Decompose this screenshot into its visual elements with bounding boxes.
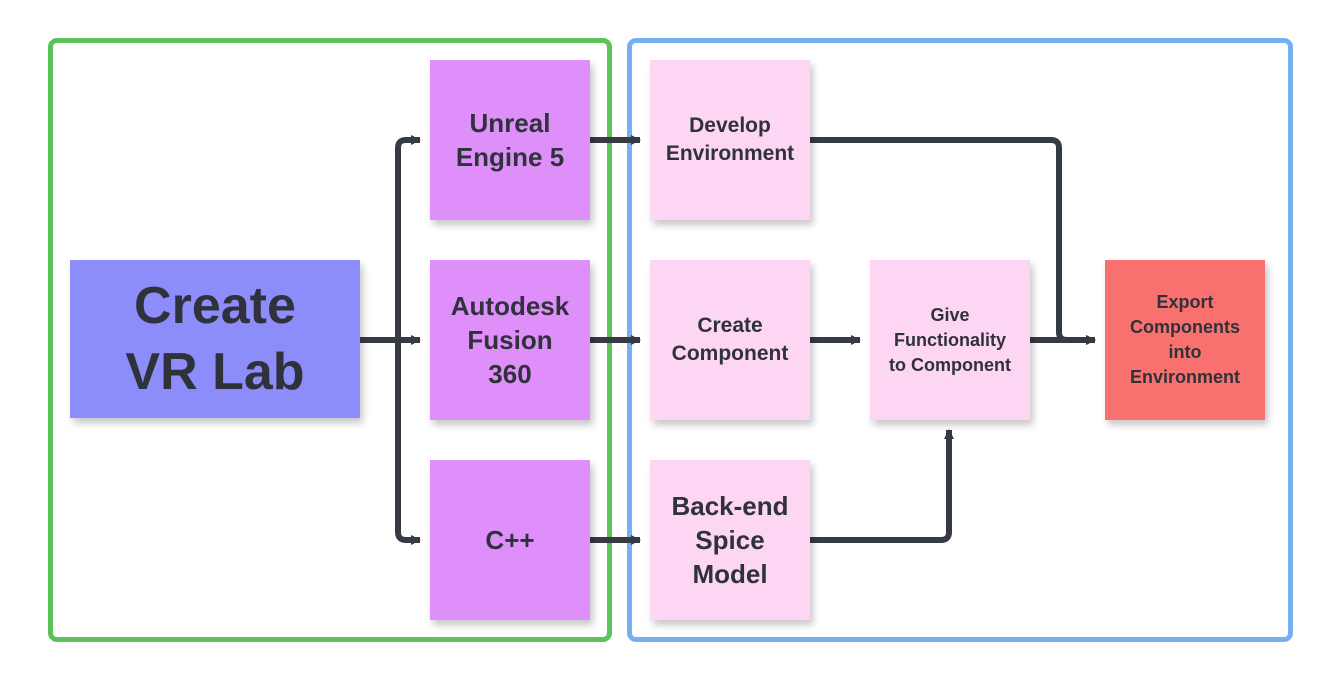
node-cpp[interactable]: C++ bbox=[430, 460, 590, 620]
edge-develop-to-export bbox=[810, 137, 1096, 345]
edge-create-to-unreal bbox=[395, 135, 421, 340]
edge-backend-to-give bbox=[810, 429, 954, 543]
node-create-component[interactable]: Create Component bbox=[650, 260, 810, 420]
node-give-functionality[interactable]: Give Functionality to Component bbox=[870, 260, 1030, 420]
node-backend-spice-model[interactable]: Back-end Spice Model bbox=[650, 460, 810, 620]
node-create-vr-lab[interactable]: Create VR Lab bbox=[70, 260, 360, 418]
edge-create-to-cpp bbox=[395, 340, 421, 545]
node-export-components[interactable]: Export Components into Environment bbox=[1105, 260, 1265, 420]
node-autodesk-fusion[interactable]: Autodesk Fusion 360 bbox=[430, 260, 590, 420]
node-develop-environment[interactable]: Develop Environment bbox=[650, 60, 810, 220]
node-unreal-engine[interactable]: Unreal Engine 5 bbox=[430, 60, 590, 220]
